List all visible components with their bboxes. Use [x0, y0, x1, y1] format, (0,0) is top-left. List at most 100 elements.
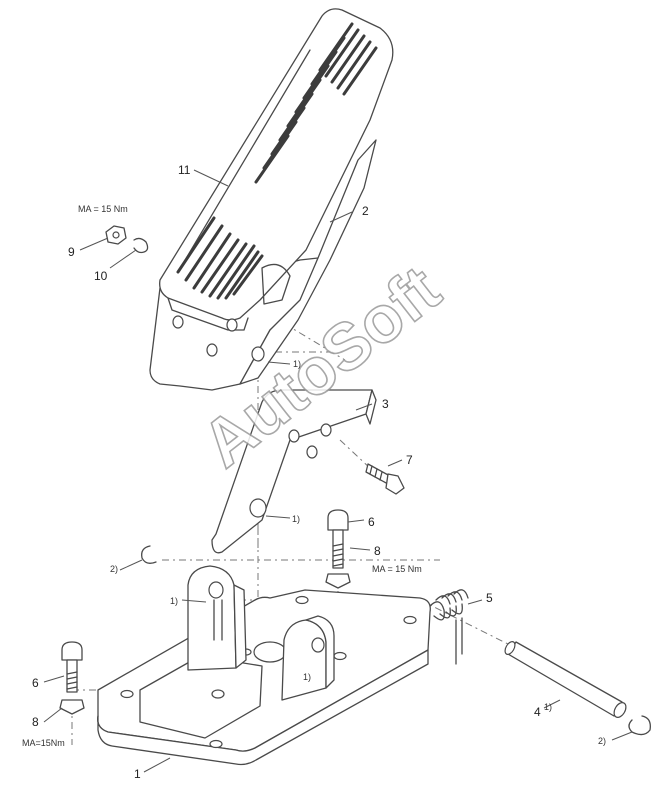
bolt-7: [365, 463, 405, 495]
torque-spec-nut-8-right: MA = 15 Nm: [372, 564, 422, 574]
pin-4-end: [504, 641, 516, 655]
label-part-6-left: 6: [32, 676, 39, 690]
base-hole-4: [295, 595, 309, 605]
leader-note-bracket: [181, 599, 207, 603]
pin-4-groove: [613, 702, 627, 718]
pedal-arm-pivot-hole: [251, 346, 265, 362]
pedal-pad-edge: [167, 297, 249, 331]
spring-5: [429, 589, 469, 665]
bolt-6-left: [59, 641, 85, 715]
axis-pedal-lever: [269, 314, 346, 361]
bracket-left: [187, 565, 247, 671]
bolt-6-left-thread: [66, 671, 78, 690]
leader-note-pedal: [267, 361, 291, 365]
bracket-left-ear: [187, 565, 237, 671]
lever-hole-2: [306, 445, 318, 459]
lever: [211, 389, 377, 554]
note-bracket-left: 1): [170, 596, 178, 606]
bolt-6-left-shank: [66, 659, 78, 693]
pedal-grip-lower: [176, 216, 264, 300]
pedal-pad: [159, 8, 394, 321]
base-plate-side: [97, 649, 429, 766]
leader-5: [467, 599, 483, 605]
base-hole-1: [120, 689, 134, 699]
bolt-6-right-head: [327, 509, 349, 531]
lever-hole-1: [288, 429, 300, 443]
label-part-10: 10: [94, 269, 108, 283]
nut-washer: [105, 225, 149, 254]
label-part-9: 9: [68, 245, 75, 259]
note-circlip-left: 2): [110, 564, 118, 574]
base-center-opening: [253, 641, 287, 663]
leader-10: [109, 249, 137, 269]
base-plate: [97, 589, 431, 766]
footnote-markers: 1) 1) 1) 1) 2) 2): [110, 359, 606, 746]
circlip-right: [628, 715, 651, 736]
nut-8-left: [59, 699, 85, 715]
base-hole-3: [403, 615, 417, 625]
bolt-7-head: [385, 473, 405, 495]
torque-specs: MA = 15 Nm MA = 15 Nm MA=15Nm: [22, 204, 422, 748]
leader-6-right: [347, 519, 365, 523]
pedal-pad-guide: [177, 49, 311, 273]
pedal-arm-hole-2: [206, 343, 218, 357]
pedal-hinge: [261, 263, 291, 305]
base-hole-5: [333, 651, 347, 661]
label-part-4-note: 1): [544, 702, 552, 712]
label-part-8-right: 8: [374, 544, 381, 558]
pedal-arm-hole-3: [226, 318, 238, 332]
leader-9: [79, 237, 109, 251]
note-pedal: 1): [293, 359, 301, 369]
leader-3: [355, 403, 373, 411]
spring-5-coils: [429, 589, 469, 621]
leader-11: [193, 169, 229, 187]
label-part-1: 1: [134, 767, 141, 781]
label-part-2: 2: [362, 204, 369, 218]
label-part-5: 5: [486, 591, 493, 605]
part-labels: 11 2 9 10 3 7 6 8 5 6 8 4 1) 1: [32, 163, 552, 781]
bolt-7-thread: [369, 465, 383, 481]
bracket-left-hole: [208, 581, 224, 599]
leader-1: [143, 757, 171, 773]
bracket-left-edge: [233, 584, 247, 669]
note-lever: 1): [292, 514, 300, 524]
leader-4: [543, 699, 561, 709]
nut-9-bore: [112, 231, 120, 239]
leader-7: [387, 459, 403, 467]
label-part-6-right: 6: [368, 515, 375, 529]
washer-10: [133, 237, 149, 254]
pin-4: [504, 641, 627, 718]
axis-spring-pin: [419, 599, 521, 651]
pedal-arm-hole-1: [172, 315, 184, 329]
axis-lever-bolt: [339, 439, 373, 471]
bracket-left-slot: [213, 599, 223, 641]
leader-lines: [43, 169, 633, 773]
bolt-6-right: [325, 509, 351, 589]
lever-hole-3: [320, 423, 332, 437]
label-part-4: 4: [534, 705, 541, 719]
bracket-right-edge: [305, 615, 335, 689]
lever-pivot-hole: [249, 498, 267, 518]
bolt-6-right-thread: [332, 543, 344, 567]
bracket-right-ear: [281, 619, 327, 701]
torque-spec-nut-9: MA = 15 Nm: [78, 204, 128, 214]
pedal-arm-side: [239, 139, 377, 385]
pedal-assembly: [149, 8, 394, 391]
note-circlip-right: 2): [598, 736, 606, 746]
torque-spec-nut-8-left: MA=15Nm: [22, 738, 65, 748]
base-plate-top: [97, 589, 431, 752]
leader-note-lever: [265, 515, 291, 519]
bolt-6-left-head: [61, 641, 83, 661]
label-part-3: 3: [382, 397, 389, 411]
label-part-8-left: 8: [32, 715, 39, 729]
pedal-grip-upper: [254, 22, 378, 184]
label-part-7: 7: [406, 453, 413, 467]
circlip-left: [141, 545, 157, 564]
leader-2: [329, 211, 353, 223]
leader-2-left: [119, 559, 143, 571]
base-stud: [211, 689, 225, 699]
base-hole-2: [209, 739, 223, 749]
spring-5-legs: [455, 617, 463, 665]
